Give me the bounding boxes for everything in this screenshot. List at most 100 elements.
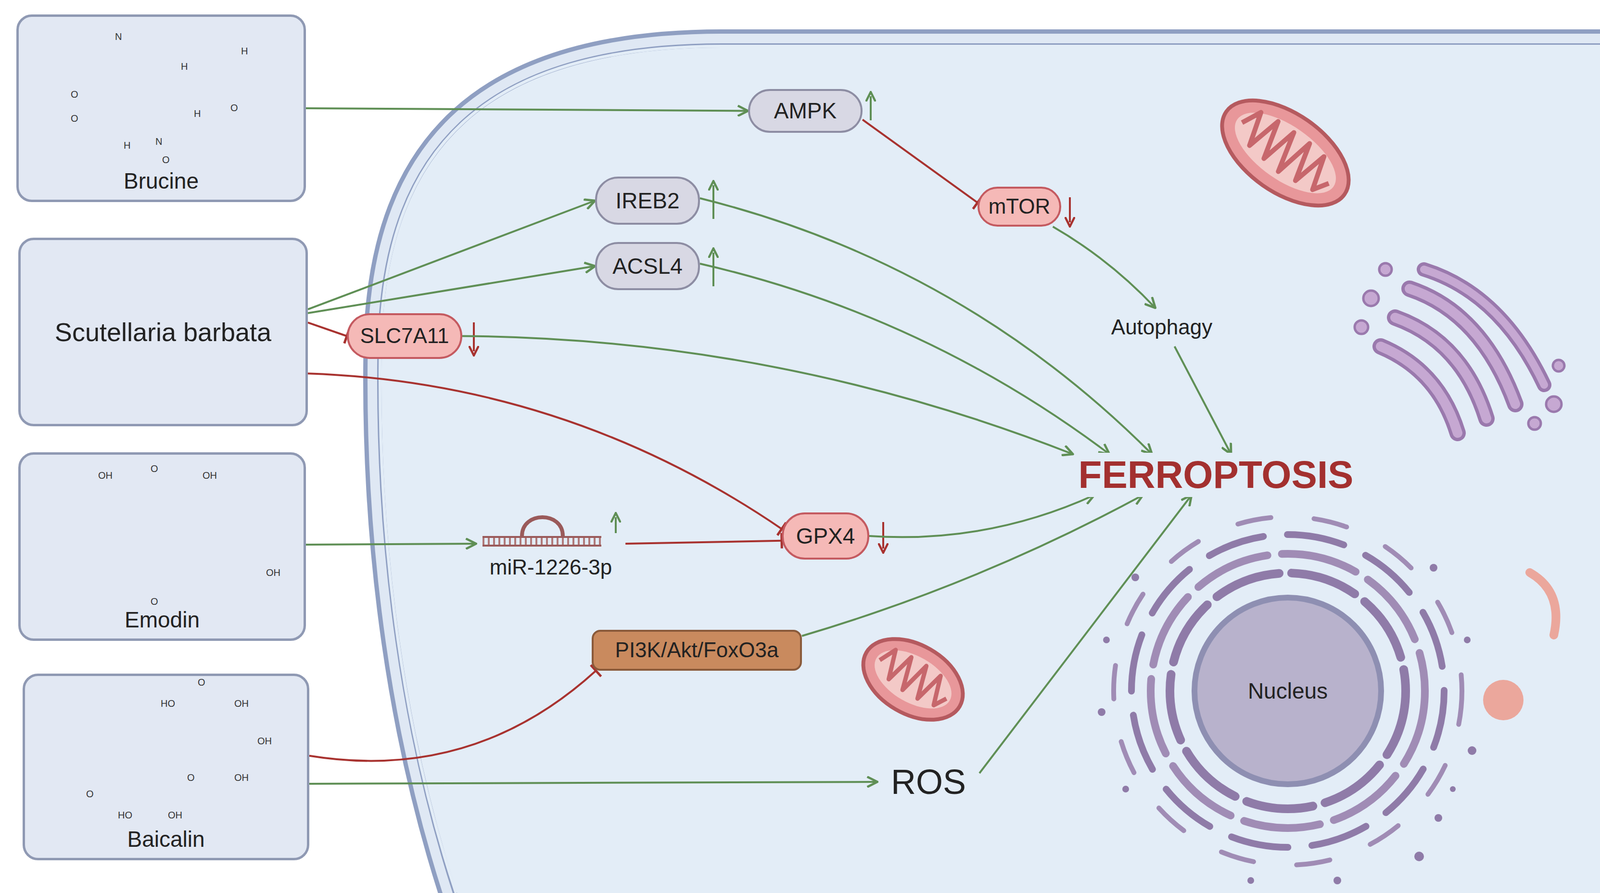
vesicle xyxy=(1483,572,1556,721)
endoplasmic-reticulum xyxy=(1169,572,1406,809)
node-text: Baicalin xyxy=(126,826,205,852)
endoplasmic-reticulum xyxy=(1414,851,1424,862)
cell-body xyxy=(372,38,1600,893)
node-text: GPX4 xyxy=(796,523,856,549)
mirna-hairpin xyxy=(482,544,602,547)
protein-pill: ACSL4 xyxy=(595,241,700,291)
endoplasmic-reticulum xyxy=(1467,746,1477,755)
node-text: SLC7A11 xyxy=(359,323,449,349)
endoplasmic-reticulum xyxy=(1113,516,1462,865)
atom-label: H xyxy=(240,46,249,56)
activation-arrow xyxy=(699,263,1110,455)
cell-body xyxy=(372,38,1600,893)
atom-label: H xyxy=(123,140,131,151)
outcome-label: FERROPTOSIS xyxy=(1064,454,1369,496)
cell-body xyxy=(372,38,1600,893)
atom-label: H xyxy=(193,108,202,119)
compound-box: Emodin xyxy=(18,452,306,641)
compound-box: Brucine xyxy=(16,14,306,203)
golgi xyxy=(1379,263,1392,276)
cell-body xyxy=(380,46,1600,893)
node-text: PI3K/Akt/FoxO3a xyxy=(615,637,779,663)
level-arrow xyxy=(614,517,617,534)
atom-label: O xyxy=(70,113,79,124)
golgi xyxy=(1380,346,1458,433)
node-text: AMPK xyxy=(774,98,837,124)
level-arrow xyxy=(473,96,1070,549)
ros-label: ROS xyxy=(877,760,980,804)
level-arrow xyxy=(882,521,885,549)
inhibition-connector xyxy=(307,373,782,529)
mirna-node: miR-1226-3p xyxy=(476,507,626,580)
activation-arrow xyxy=(1053,226,1156,308)
mitochondrion xyxy=(1203,79,1368,227)
endoplasmic-reticulum xyxy=(1247,876,1255,884)
inhibition-connector xyxy=(625,540,782,544)
mirna-hairpin xyxy=(482,517,602,546)
pathway-box: PI3K/Akt/FoxO3a xyxy=(591,629,802,671)
protein-pill: mTOR xyxy=(977,186,1062,227)
node-text: ACSL4 xyxy=(612,253,683,280)
protein-pill: GPX4 xyxy=(781,512,870,560)
endoplasmic-reticulum xyxy=(1429,563,1438,572)
atom-label: O xyxy=(150,463,159,474)
activation-arrow xyxy=(699,198,1153,455)
node-text: IREB2 xyxy=(615,188,680,214)
endoplasmic-reticulum xyxy=(1131,573,1140,582)
golgi xyxy=(1423,269,1545,385)
node-text: FERROPTOSIS xyxy=(1074,452,1358,497)
activation-arrow xyxy=(462,336,1073,455)
mitochondrion xyxy=(1221,97,1349,209)
atom-label: OH xyxy=(233,698,250,709)
atom-label: O xyxy=(150,596,159,607)
activation-arrow xyxy=(979,495,1192,774)
endoplasmic-reticulum xyxy=(1150,553,1425,828)
activation-arrow xyxy=(305,108,749,112)
atom-label: O xyxy=(161,154,171,165)
endoplasmic-reticulum xyxy=(1333,876,1342,885)
golgi xyxy=(1363,290,1379,306)
node-text: ROS xyxy=(888,761,969,802)
mirna-hairpin xyxy=(521,517,563,536)
mitochondrion xyxy=(849,622,978,737)
endoplasmic-reticulum xyxy=(1434,813,1443,822)
atom-label: OH xyxy=(233,772,250,783)
golgi xyxy=(1528,417,1541,430)
node-text: mTOR xyxy=(988,194,1051,219)
node-text: Nucleus xyxy=(1247,678,1328,704)
atom-label: O xyxy=(197,677,206,687)
endoplasmic-reticulum xyxy=(1097,708,1106,716)
atom-label: O xyxy=(70,89,79,100)
activation-arrow xyxy=(307,266,596,314)
activation-arrow xyxy=(869,495,1095,537)
vesicle xyxy=(1483,679,1524,721)
atom-label: O xyxy=(229,102,239,113)
endoplasmic-reticulum xyxy=(1103,636,1110,644)
endoplasmic-reticulum xyxy=(1449,786,1456,792)
node-text: miR-1226-3p xyxy=(486,555,615,580)
atom-label: O xyxy=(85,788,95,799)
endoplasmic-reticulum xyxy=(1097,563,1477,885)
activation-arrow xyxy=(309,781,878,784)
atom-label: HO xyxy=(160,698,176,709)
cell-body xyxy=(372,38,1600,893)
golgi xyxy=(1546,396,1562,412)
node-text: Scutellaria barbata xyxy=(54,317,272,347)
mitochondrion xyxy=(872,644,956,712)
golgi xyxy=(1354,263,1565,433)
level-arrow xyxy=(1068,197,1071,223)
atom-label: OH xyxy=(202,470,218,481)
endoplasmic-reticulum xyxy=(1463,636,1471,644)
endoplasmic-reticulum xyxy=(1131,534,1445,848)
protein-pill: AMPK xyxy=(748,88,863,133)
atom-label: N xyxy=(154,136,163,147)
atom-label: OH xyxy=(97,470,114,481)
node-text: Emodin xyxy=(124,607,200,633)
mirna-hairpin xyxy=(482,536,602,546)
golgi xyxy=(1354,263,1565,430)
mitochondrion xyxy=(1203,79,1368,227)
atom-label: N xyxy=(114,31,123,42)
mitochondrion xyxy=(864,637,962,721)
endoplasmic-reticulum xyxy=(1122,785,1130,793)
process-label: Autophagy xyxy=(1097,307,1226,347)
